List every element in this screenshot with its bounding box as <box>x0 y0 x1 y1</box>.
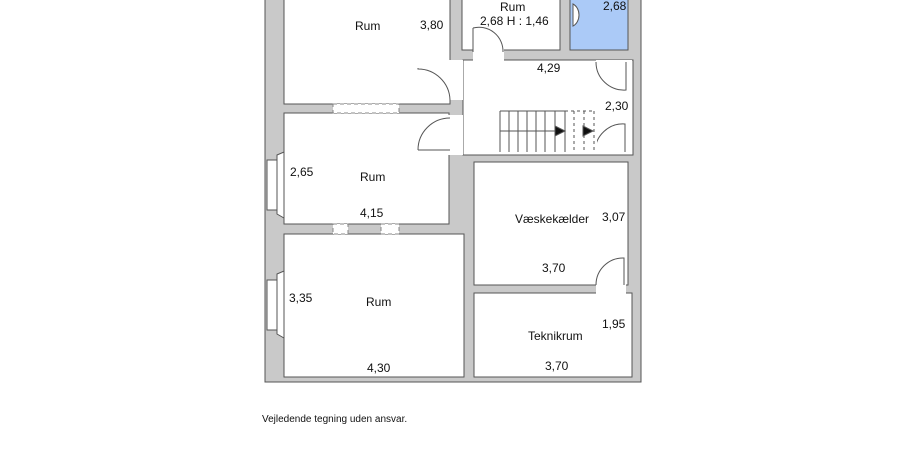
room-tech <box>473 292 633 378</box>
door-gap-bath <box>596 60 632 100</box>
liquid-cellar-height: 3,07 <box>602 210 626 224</box>
room-bottom-height: 3,35 <box>289 291 313 305</box>
room-top-small-name: Rum <box>500 0 525 14</box>
tech-room-width: 3,70 <box>545 359 569 373</box>
bathroom-dim: 2,68 <box>603 0 627 13</box>
room-top-small-dim: 2,68 H : 1,46 <box>480 14 549 28</box>
room-bottom-name: Rum <box>366 295 391 309</box>
disclaimer: Vejledende tegning uden ansvar. <box>262 414 408 425</box>
hall-height: 2,30 <box>605 99 629 113</box>
room-top-small <box>461 0 561 51</box>
room-middle-width: 4,15 <box>360 206 384 220</box>
door-liquid-cellar[interactable] <box>595 257 625 286</box>
room-middle-name: Rum <box>360 170 385 184</box>
stair-arrow-icon <box>582 125 595 137</box>
door-gap-cellar <box>596 258 626 296</box>
opening-middle-a <box>332 223 349 235</box>
staircase <box>499 110 597 152</box>
liquid-cellar-width: 3,70 <box>542 261 566 275</box>
opening-middle-b <box>380 223 400 235</box>
door-gap-small <box>473 48 504 62</box>
tech-room-name: Teknikrum <box>528 329 583 343</box>
stair-arrow-icon <box>554 125 567 137</box>
room-top-left-name: Rum <box>355 19 380 33</box>
door-gap-middle-left <box>418 115 463 155</box>
hall-width: 4,29 <box>537 61 561 75</box>
door-bathroom[interactable] <box>595 61 627 91</box>
window-middle <box>266 151 285 219</box>
door-gap-top-left <box>418 60 463 100</box>
door-middle-left[interactable] <box>417 117 451 151</box>
tech-room-height: 1,95 <box>602 317 626 331</box>
room-middle-height: 2,65 <box>290 165 314 179</box>
sink-icon <box>572 3 580 27</box>
window-bottom <box>266 270 285 339</box>
room-bottom-width: 4,30 <box>367 361 391 375</box>
door-small-room[interactable] <box>472 26 504 53</box>
room-bottom-left <box>283 233 465 378</box>
liquid-cellar-name: Væskekælder <box>515 212 589 226</box>
opening-top <box>332 103 400 114</box>
room-top-left-dim: 3,80 <box>420 18 444 32</box>
door-top-left[interactable] <box>417 68 451 101</box>
bathroom <box>569 0 629 51</box>
